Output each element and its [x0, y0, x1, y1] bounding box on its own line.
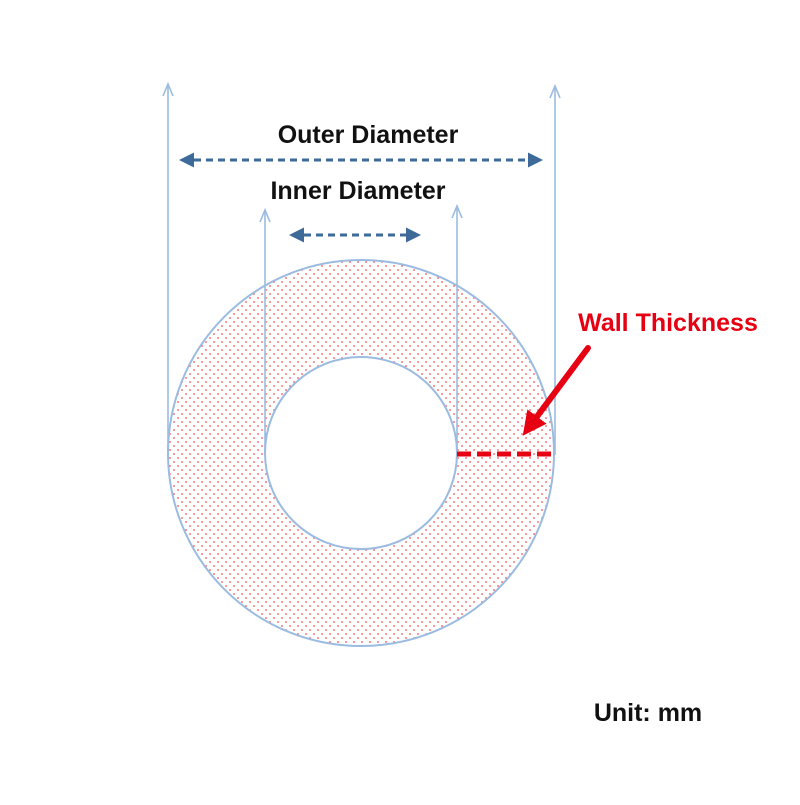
outer-diameter-label: Outer Diameter [278, 121, 459, 149]
inner-circle [264, 356, 458, 550]
unit-label: Unit: mm [594, 699, 702, 727]
inner-diameter-label: Inner Diameter [270, 177, 445, 205]
inner-extension-lines [259, 203, 463, 455]
wall-thickness-label: Wall Thickness [578, 309, 758, 337]
wall-thickness-pointer-arrow [522, 345, 591, 436]
